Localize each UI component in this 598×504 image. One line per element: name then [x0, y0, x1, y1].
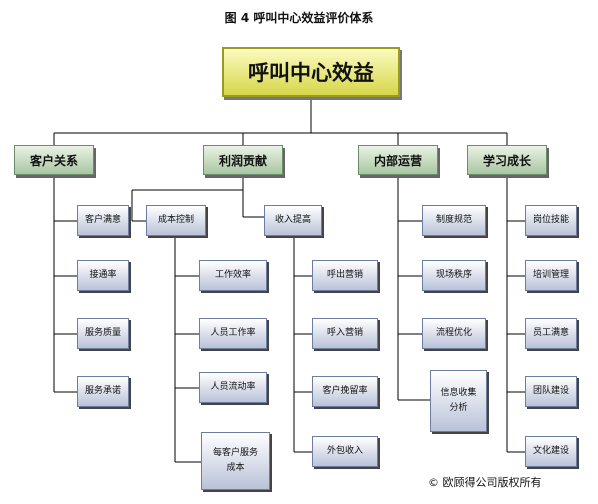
- node-system-standards: 制度规范: [422, 205, 486, 236]
- node-employee-satisfaction: 员工满意: [525, 318, 577, 349]
- copyright-notice: © 欧顾得公司版权所有: [428, 476, 542, 489]
- subgroup-revenue-increase: 收入提高: [264, 205, 322, 236]
- node-outsourcing-revenue: 外包收入: [312, 436, 378, 467]
- node-process-optimization: 流程优化: [422, 318, 486, 349]
- category-profit-contribution: 利润贡献: [203, 145, 283, 175]
- node-service-commitment: 服务承诺: [77, 376, 129, 407]
- subgroup-cost-control: 成本控制: [146, 205, 206, 236]
- node-work-efficiency: 工作效率: [199, 260, 267, 291]
- node-site-order: 现场秩序: [422, 260, 486, 291]
- node-staff-utilization: 人员工作率: [199, 318, 267, 349]
- node-culture-building: 文化建设: [525, 436, 577, 467]
- root-node: 呼叫中心效益: [222, 47, 400, 97]
- node-cost-per-customer: 每客户服务成本: [201, 432, 270, 490]
- node-training-management: 培训管理: [525, 260, 577, 291]
- node-outbound-marketing: 呼出营销: [312, 260, 378, 291]
- node-staff-turnover: 人员流动率: [199, 372, 267, 403]
- node-inbound-marketing: 呼入营销: [312, 318, 378, 349]
- category-learning-growth: 学习成长: [467, 145, 547, 175]
- node-job-skills: 岗位技能: [525, 205, 577, 236]
- node-customer-satisfaction: 客户满意: [77, 205, 129, 236]
- node-service-quality: 服务质量: [77, 318, 129, 349]
- node-customer-retention: 客户挽留率: [312, 376, 378, 407]
- category-customer-relations: 客户关系: [14, 145, 94, 175]
- category-internal-operations: 内部运营: [358, 145, 438, 175]
- diagram-title: 图 4 呼叫中心效益评价体系: [224, 11, 374, 25]
- node-information-analysis: 信息收集分析: [430, 370, 487, 432]
- node-connection-rate: 接通率: [77, 260, 129, 291]
- node-team-building: 团队建设: [525, 376, 577, 407]
